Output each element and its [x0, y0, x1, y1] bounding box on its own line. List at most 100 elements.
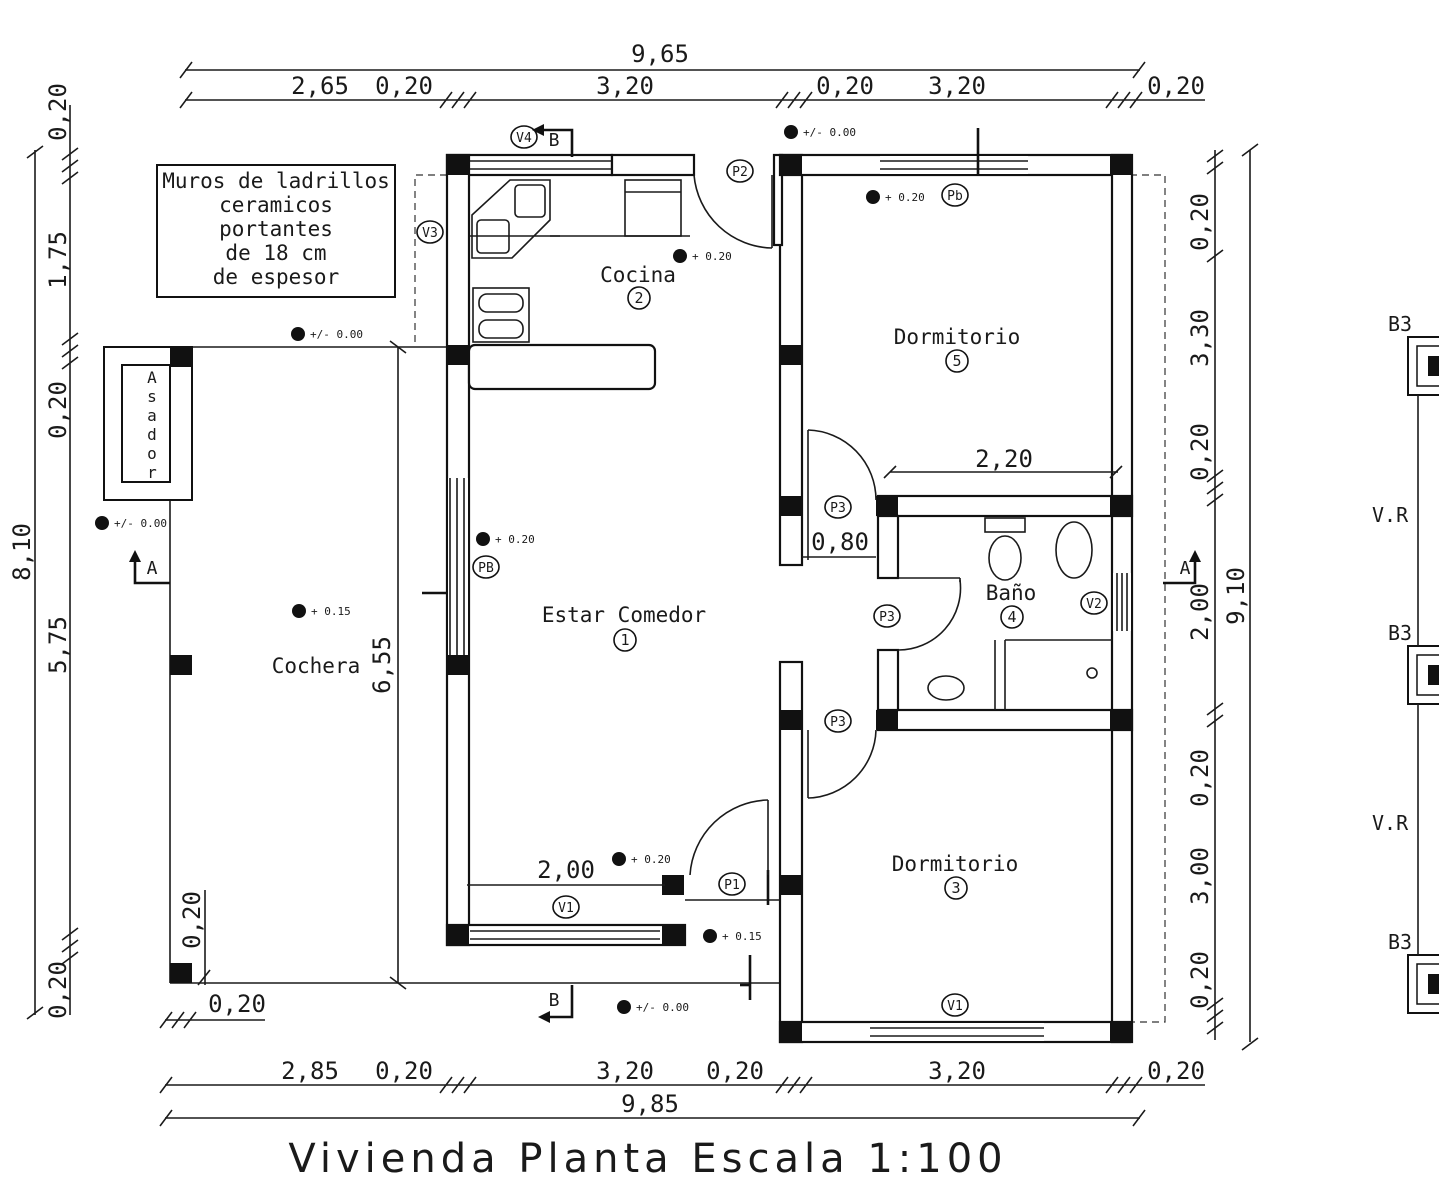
- tag-p2: P2: [732, 165, 748, 180]
- section-b-bottom: B: [549, 990, 560, 1011]
- asador-letter-6: r: [147, 463, 157, 482]
- room-labels: Cocina 2 Estar Comedor 1 Dormitorio 5 Ba…: [542, 263, 1037, 900]
- room-cocina-number: 2: [634, 289, 643, 307]
- dim-window-v1: 2,00: [537, 856, 595, 884]
- section-a-left: A: [147, 558, 158, 579]
- note-line-4: de 18 cm: [225, 241, 326, 265]
- wall-note-box: Muros de ladrillos ceramicos portantes d…: [156, 164, 396, 298]
- tag-p3-upper: P3: [830, 501, 846, 516]
- room-estar-number: 1: [620, 631, 629, 649]
- note-line-1: Muros de ladrillos: [162, 169, 390, 193]
- section-a-right: A: [1180, 558, 1191, 579]
- dim-left-seg-5: 0,20: [44, 961, 72, 1019]
- asador-letter-1: A: [147, 368, 157, 387]
- right-dimensions: 0,20 3,30 0,20 2,00 0,20 3,00 0,20 9,10: [1186, 143, 1259, 1051]
- tag-v3: V3: [422, 226, 438, 241]
- note-line-3: portantes: [219, 217, 333, 241]
- asador-letter-2: s: [147, 387, 157, 406]
- level-marker-3: + 0.20: [692, 250, 732, 263]
- level-marker-7: + 0.15: [311, 605, 351, 618]
- dim-right-seg-3: 0,20: [1186, 423, 1214, 481]
- room-dorm5-name: Dormitorio: [894, 325, 1020, 349]
- dim-left-seg-3: 0,20: [44, 381, 72, 439]
- tag-pb-left: PB: [478, 561, 494, 576]
- level-marker-10: +/- 0.00: [636, 1001, 689, 1014]
- roof-outline: [414, 174, 1166, 1023]
- top-dimensions: 9,65 2,65 0,20 3,20 0,20 3,20 0,20: [179, 40, 1205, 109]
- dim-right-seg-5: 0,20: [1186, 749, 1214, 807]
- dim-corner-vertical: 0,20: [178, 891, 206, 949]
- asador-letter-4: d: [147, 425, 157, 444]
- level-marker-4: +/- 0.00: [310, 328, 363, 341]
- dim-right-total: 9,10: [1222, 567, 1250, 625]
- side-label-vr-1: V.R: [1372, 503, 1409, 527]
- room-cocina-name: Cocina: [600, 263, 676, 287]
- dim-right-seg-7: 0,20: [1186, 951, 1214, 1009]
- dim-top-seg-5: 3,20: [928, 72, 986, 100]
- dim-bottom-seg-6: 0,20: [1147, 1057, 1205, 1085]
- dim-bottom-seg-5: 3,20: [928, 1057, 986, 1085]
- dim-bottom-total: 9,85: [621, 1090, 679, 1118]
- level-marker-6: + 0.20: [495, 533, 535, 546]
- dim-right-seg-6: 3,00: [1186, 847, 1214, 905]
- level-marker-8: + 0.20: [631, 853, 671, 866]
- side-label-b3-3: B3: [1388, 930, 1412, 954]
- note-line-2: ceramicos: [219, 193, 333, 217]
- dim-bottom-seg-2: 0,20: [375, 1057, 433, 1085]
- room-estar-name: Estar Comedor: [542, 603, 706, 627]
- dim-right-seg-4: 2,00: [1186, 583, 1214, 641]
- dim-cochera-depth: 6,55: [368, 636, 396, 694]
- left-dimensions: 8,10 0,20 1,75 0,20 5,75 0,20: [8, 83, 79, 1020]
- tag-v4: V4: [516, 131, 532, 146]
- dim-left-total: 8,10: [8, 523, 36, 581]
- room-bano-number: 4: [1007, 608, 1016, 626]
- asador-letter-3: a: [147, 406, 157, 425]
- room-dorm3-number: 3: [951, 879, 960, 897]
- doors: [689, 174, 962, 876]
- drawing-title: Vivienda Planta Escala 1:100: [288, 1136, 1007, 1182]
- side-label-b3-1: B3: [1388, 312, 1412, 336]
- tag-pb-top: Pb: [947, 189, 963, 204]
- dim-right-seg-2: 3,30: [1186, 309, 1214, 367]
- dim-bottom-seg-4: 0,20: [706, 1057, 764, 1085]
- dim-top-seg-2: 0,20: [375, 72, 433, 100]
- tag-v2: V2: [1086, 597, 1102, 612]
- dim-top-total: 9,65: [631, 40, 689, 68]
- opening-tags: V4 V3 P2 Pb PB P3 P3 P3 V2 P1 V1 V1: [416, 125, 1108, 1017]
- tag-p1: P1: [724, 878, 740, 893]
- asador-letter-5: o: [147, 444, 157, 463]
- tag-p3-bath: P3: [879, 610, 895, 625]
- section-markers: A A B B: [129, 124, 1201, 1023]
- dim-bottom-seg-1: 2,85: [281, 1057, 339, 1085]
- note-line-5: de espesor: [213, 265, 339, 289]
- dim-top-seg-3: 3,20: [596, 72, 654, 100]
- section-b-top: B: [549, 130, 560, 151]
- room-dorm5-number: 5: [952, 352, 961, 370]
- dim-left-seg-4: 5,75: [44, 616, 72, 674]
- room-cochera-name: Cochera: [272, 654, 361, 678]
- room-dorm3-name: Dormitorio: [892, 852, 1018, 876]
- level-marker-9: + 0.15: [722, 930, 762, 943]
- inner-dimensions: 2,20 0,80 2,00: [467, 445, 1123, 886]
- room-bano-name: Baño: [986, 581, 1037, 605]
- cochera-area: 6,55 Cochera 0,20 0,20 A s a d o r: [103, 340, 780, 1029]
- side-elevation: B3 V.R B3 V.R B3: [1372, 312, 1439, 1014]
- bottom-dimensions: 2,85 0,20 3,20 0,20 3,20 0,20 9,85: [159, 1057, 1205, 1127]
- tag-p3-lower: P3: [830, 715, 846, 730]
- columns: [447, 155, 1132, 1042]
- side-label-vr-2: V.R: [1372, 811, 1409, 835]
- level-marker-2: + 0.20: [885, 191, 925, 204]
- dim-top-seg-1: 2,65: [291, 72, 349, 100]
- dim-corner-horizontal: 0,20: [208, 990, 266, 1018]
- dim-door-width: 0,80: [811, 528, 869, 556]
- dim-top-seg-4: 0,20: [816, 72, 874, 100]
- dim-right-seg-1: 0,20: [1186, 193, 1214, 251]
- dim-left-seg-2: 1,75: [44, 231, 72, 289]
- dim-bottom-seg-3: 3,20: [596, 1057, 654, 1085]
- dim-left-seg-1: 0,20: [44, 83, 72, 141]
- level-marker-1: +/- 0.00: [803, 126, 856, 139]
- level-marker-5: +/- 0.00: [114, 517, 167, 530]
- level-markers: +/- 0.00 + 0.20 + 0.20 +/- 0.00 +/- 0.00…: [95, 125, 925, 1014]
- tag-v1-dorm: V1: [947, 999, 963, 1014]
